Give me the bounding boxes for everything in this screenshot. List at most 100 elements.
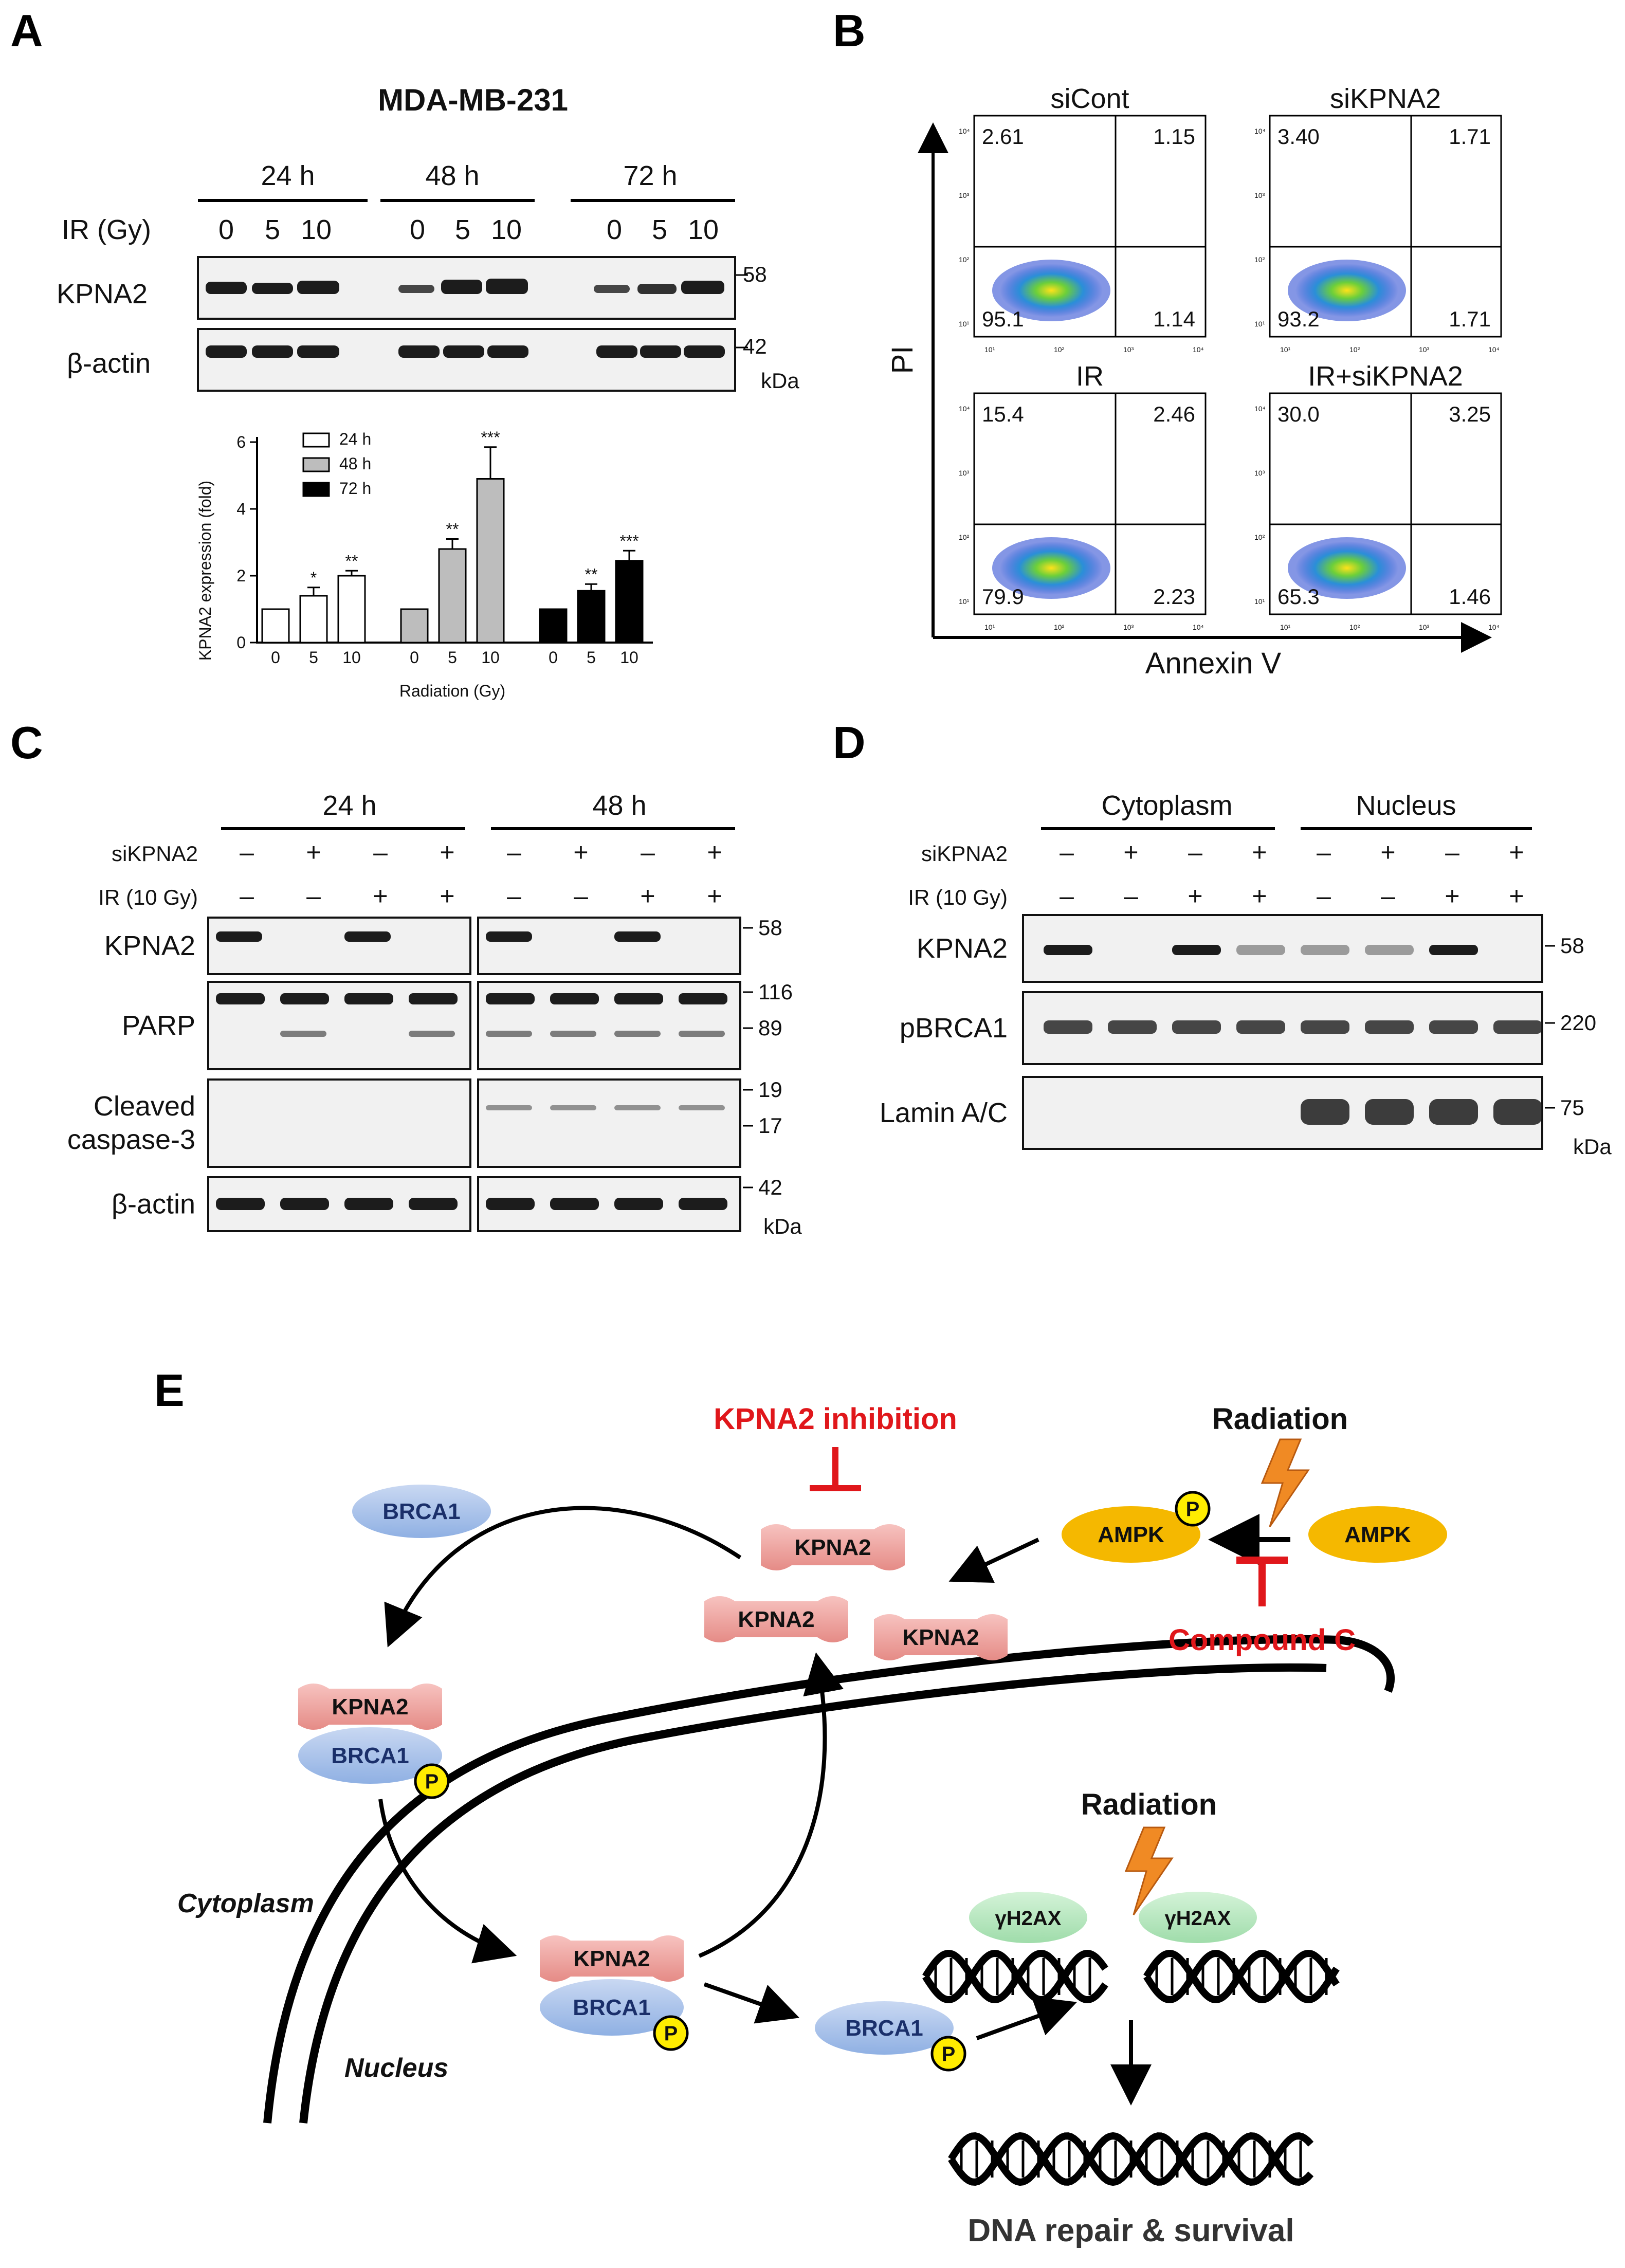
dose-labels: 0 5 10 0 5 10 0 5 10	[218, 214, 719, 245]
quadrant-ur: 3.25	[1449, 402, 1491, 426]
blot-a-kpna2-bands	[206, 279, 724, 294]
x-tick-label: 0	[271, 648, 280, 667]
flow-x-tick: 10⁴	[1193, 345, 1204, 354]
timepoint-72h: 72 h	[623, 160, 677, 191]
c-blot-label: PARP	[122, 1010, 195, 1041]
sign-siKPNA2-4: +	[440, 838, 454, 867]
band-actin	[486, 1198, 535, 1210]
panel-e: E Cytoplasm Nucleus KPNA2 inhibition Rad…	[154, 1365, 1447, 2248]
quadrant-ul: 30.0	[1277, 402, 1320, 426]
band-pbrca1	[1236, 1020, 1285, 1034]
sign-siKPNA2-5: –	[507, 838, 521, 867]
band-parp-116	[614, 993, 663, 1004]
band-caspase	[679, 1105, 725, 1110]
band-d-kpna2	[1365, 945, 1414, 955]
band-pbrca1	[1493, 1020, 1542, 1034]
band-parp-116	[486, 993, 535, 1004]
flow-y-tick: 10²	[959, 255, 970, 264]
sign-ir-1: –	[240, 882, 254, 910]
sign-siKPNA2-6: +	[573, 838, 588, 867]
svg-text:BRCA1: BRCA1	[331, 1743, 409, 1768]
sign-siKPNA2-1: –	[1060, 838, 1074, 867]
band-pbrca1	[1172, 1020, 1221, 1034]
band-parp-116	[550, 993, 599, 1004]
dose-72-0: 0	[607, 214, 622, 245]
significance-label: ***	[619, 532, 638, 550]
svg-text:γH2AX: γH2AX	[995, 1907, 1062, 1930]
sign-siKPNA2-8: +	[1509, 838, 1524, 867]
brca1-free-label: BRCA1	[382, 1499, 461, 1524]
quadrant-ll: 65.3	[1277, 584, 1320, 609]
flow-plot-title: siKPNA2	[1330, 83, 1441, 114]
flow-y-tick: 10²	[1254, 533, 1265, 541]
bar-72h-10	[615, 560, 644, 644]
c-blot-label: KPNA2	[104, 930, 195, 961]
band-lamin	[1365, 1099, 1414, 1125]
quadrant-ul: 2.61	[982, 124, 1024, 149]
sign-siKPNA2-5: –	[1317, 838, 1331, 867]
x-tick-label: 5	[448, 648, 457, 667]
band-actin	[409, 1198, 458, 1210]
flow-x-tick: 10⁴	[1488, 623, 1500, 631]
band-actin	[344, 1198, 393, 1210]
svg-text:P: P	[425, 1770, 439, 1793]
d-blot-label: Lamin A/C	[880, 1098, 1008, 1128]
y-tick-label: 0	[236, 633, 246, 652]
dose-48-10: 10	[491, 214, 522, 245]
band-parp-116	[344, 993, 393, 1004]
svg-text:KPNA2: KPNA2	[794, 1535, 871, 1560]
flow-x-tick: 10³	[1123, 623, 1134, 631]
c-marker-89: 89	[758, 1016, 782, 1040]
c-marker-116: 116	[758, 980, 793, 1004]
c-blot-left-frame	[207, 1078, 471, 1168]
x-tick-label: 0	[549, 648, 558, 667]
timepoint-48h: 48 h	[425, 160, 479, 191]
band-pbrca1	[1044, 1020, 1092, 1034]
flow-y-tick: 10⁴	[959, 127, 970, 135]
panel-a: A MDA-MB-231 24 h 48 h 72 h IR (Gy) 0 5 …	[10, 5, 799, 700]
sign-ir-2: –	[1124, 882, 1138, 910]
band-parp-89	[679, 1031, 725, 1037]
legend-swatch	[302, 482, 330, 497]
quadrant-ur: 1.15	[1153, 124, 1195, 149]
bar-72h-0	[539, 608, 568, 644]
quadrant-lr: 1.71	[1449, 307, 1491, 331]
nuclear-envelope-inner	[299, 1663, 1327, 2124]
c-blot-label-2: caspase-3	[67, 1124, 195, 1155]
d-ir-label: IR (10 Gy)	[908, 885, 1008, 909]
legend-swatch	[302, 457, 330, 472]
sign-siKPNA2-3: –	[373, 838, 388, 867]
flow-plot-title: IR+siKPNA2	[1308, 361, 1463, 392]
flow-y-tick: 10³	[959, 191, 970, 199]
brca1-free	[352, 1485, 491, 1538]
nuclear-envelope-outer	[263, 1635, 1395, 2124]
band-caspase	[486, 1105, 532, 1110]
ampk-phospho	[1062, 1506, 1200, 1563]
x-tick-label: 10	[481, 648, 500, 667]
flow-x-tick: 10³	[1419, 623, 1430, 631]
significance-label: **	[585, 565, 598, 583]
dose-24-5: 5	[265, 214, 280, 245]
sign-siKPNA2-2: +	[306, 838, 321, 867]
flow-x-tick: 10⁴	[1488, 345, 1500, 354]
svg-text:P: P	[664, 2022, 678, 2045]
panel-c-letter: C	[10, 717, 43, 768]
svg-text:KPNA2: KPNA2	[902, 1625, 979, 1650]
sign-siKPNA2-1: –	[240, 838, 254, 867]
flow-y-tick: 10¹	[959, 320, 970, 328]
c-siKPNA2-label: siKPNA2	[112, 842, 198, 866]
legend-label: 48 h	[339, 454, 371, 473]
bar-48h-10	[476, 478, 505, 644]
sign-siKPNA2-3: –	[1188, 838, 1202, 867]
d-blot-label: pBRCA1	[900, 1013, 1008, 1044]
c-marker-17: 17	[758, 1113, 782, 1138]
c-group-24h: 24 h	[322, 790, 376, 821]
kda-d: kDa	[1573, 1135, 1612, 1159]
flow-x-tick: 10²	[1054, 345, 1065, 354]
dna-broken	[922, 1949, 1340, 2004]
sign-ir-8: +	[1509, 882, 1524, 910]
band-parp-116	[280, 993, 329, 1004]
band-parp-116	[679, 993, 727, 1004]
band-parp-89	[280, 1031, 326, 1037]
